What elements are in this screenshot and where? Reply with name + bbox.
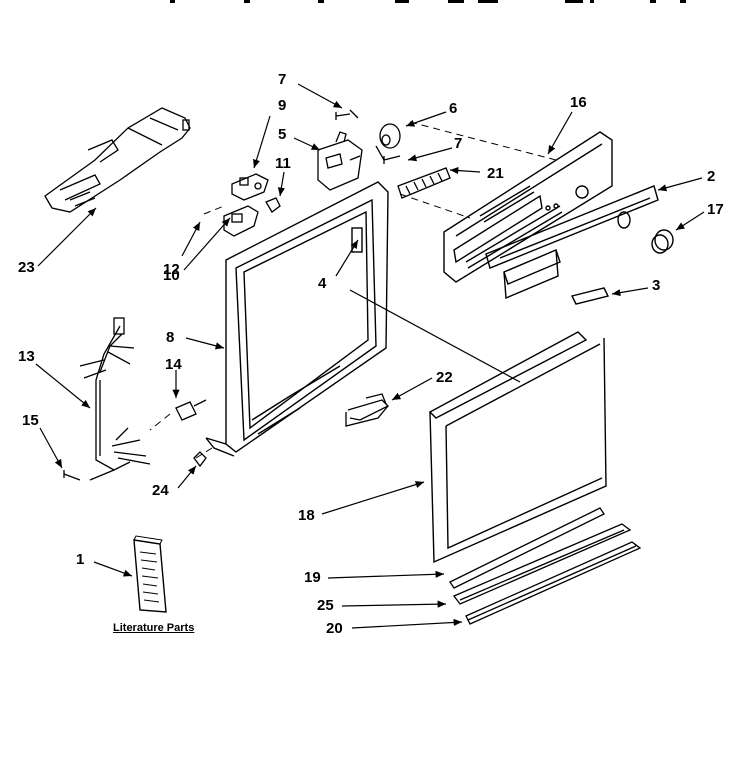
callout-19: 19 [304, 569, 321, 586]
part-11-screw [265, 197, 281, 213]
callout-3: 3 [652, 277, 661, 294]
part-9-latch [231, 173, 269, 201]
callout-12: 12 [163, 261, 180, 278]
part-1-literature-booklet [133, 535, 167, 613]
callout-6: 6 [449, 100, 458, 117]
callout-7-mid: 7 [454, 135, 463, 152]
callout-24: 24 [152, 482, 169, 499]
callout-22: 22 [436, 369, 453, 386]
part-16-control-panel [443, 131, 613, 283]
part-3-label [570, 287, 610, 305]
callout-9: 9 [278, 97, 287, 114]
callout-17: 17 [707, 201, 724, 218]
part-22-bracket [345, 393, 390, 427]
assembly-dashed-lines [149, 121, 557, 459]
callout-13: 13 [18, 348, 35, 365]
part-17-knob [651, 229, 674, 254]
part-23-vent [44, 107, 191, 213]
part-2-overlay [485, 185, 659, 300]
callout-10: 10 [163, 267, 180, 284]
part-7-screw-mid [383, 155, 401, 164]
part-24-clip [193, 451, 207, 468]
callout-14: 14 [165, 356, 182, 373]
part-5-switch [317, 131, 363, 191]
part-21-connector [397, 167, 451, 199]
callout-11: 11 [275, 155, 291, 172]
callout-18: 18 [298, 507, 315, 524]
part-19-trim [449, 507, 605, 589]
part-7-screw-top [335, 109, 359, 120]
part-6-knob [375, 123, 401, 161]
part-10-strike [223, 205, 259, 237]
callout-23: 23 [18, 259, 35, 276]
part-13-wire-harness [79, 317, 151, 481]
part-14-switch [175, 399, 207, 421]
callout-8: 8 [166, 329, 175, 346]
part-18-door-panel [428, 331, 607, 564]
top-edge-remnant [170, 0, 686, 3]
callout-5: 5 [278, 126, 287, 143]
callout-7-top: 7 [278, 71, 287, 88]
part-20-kickplate [465, 541, 642, 625]
callout-4: 4 [318, 275, 327, 292]
part-25-trim [452, 523, 632, 605]
part-8-door-frame [205, 181, 389, 457]
callout-25: 25 [317, 597, 334, 614]
callout-15: 15 [22, 412, 39, 429]
leader-lines [35, 83, 705, 629]
callout-2: 2 [707, 168, 716, 185]
callout-21: 21 [487, 165, 504, 182]
literature-parts-caption: Literature Parts [113, 622, 195, 634]
callout-1: 1 [76, 551, 85, 568]
callout-20: 20 [326, 620, 343, 637]
part-15-screw [63, 470, 81, 481]
callout-16: 16 [570, 94, 587, 111]
